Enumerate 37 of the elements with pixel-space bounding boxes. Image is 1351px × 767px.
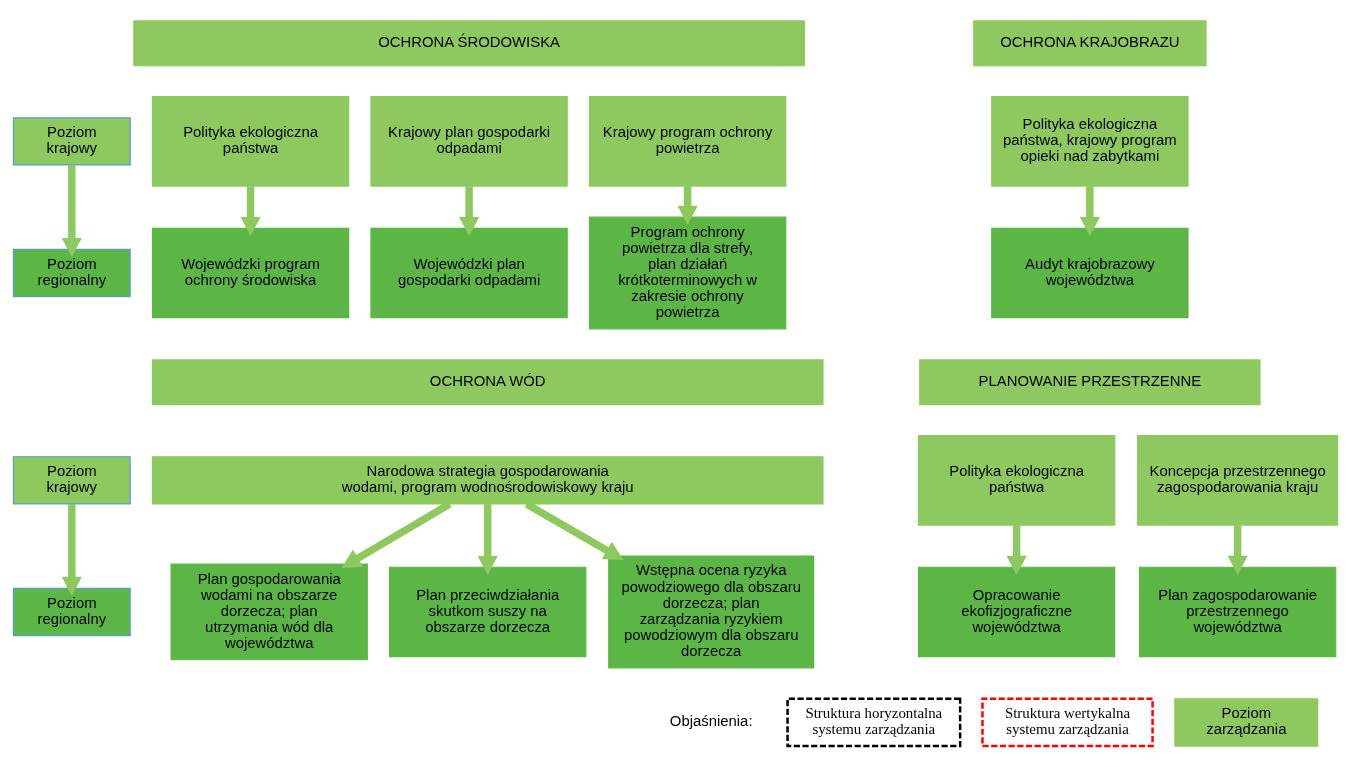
arrow	[459, 186, 480, 237]
node-box: Poziom krajowy	[12, 117, 131, 166]
node-box: Narodowa strategia gospodarowania wodami, program wodnośrodowiskowy kraju	[151, 456, 824, 505]
node-box: Program ochrony powietrza dla strefy, plan działań krótkoterminowych w zakresie ochrony powietrza	[588, 216, 787, 330]
arrow	[240, 186, 261, 237]
node-box: Krajowy program ochrony powietrza	[588, 96, 787, 187]
node-box: OCHRONA WÓD	[151, 359, 824, 406]
node-box: Plan przeciwdziałania skutkom suszy na obszarze dorzecza	[389, 566, 587, 658]
arrow	[1227, 525, 1248, 576]
node-box: OCHRONA KRAJOBRAZU	[973, 20, 1207, 67]
node-box: Krajowy plan gospodarki odpadami	[370, 96, 568, 187]
node-box: Poziom regionalny	[12, 587, 131, 637]
node-box: OCHRONA ŚRODOWISKA	[133, 20, 805, 67]
node-box: Polityka ekologiczna państwa, krajowy program opieki nad zabytkami	[991, 96, 1189, 187]
node-box: Polityka ekologiczna państwa	[151, 96, 350, 187]
arrow	[477, 504, 498, 576]
node-box: Wojewódzki program ochrony środowiska	[151, 227, 350, 319]
arrow	[1079, 186, 1100, 237]
node-box: Plan gospodarowania wodami na obszarze dorzecza; plan utrzymania wód dla województwa	[170, 563, 368, 661]
label: Objaśnienia:	[669, 713, 753, 730]
legend-label: Struktura horyzontalna systemu zarządzania	[805, 705, 943, 738]
node-box: Plan zagospodarowanie przestrzennego województwa	[1138, 566, 1337, 658]
node-box: PLANOWANIE PRZESTRZENNE	[919, 359, 1261, 406]
arrow	[61, 504, 82, 597]
arrow	[677, 186, 698, 225]
node-box: Wojewódzki plan gospodarki odpadami	[370, 227, 568, 319]
arrow	[61, 165, 82, 258]
legend-label: Struktura wertykalna systemu zarządzania	[1004, 705, 1131, 738]
arrow	[1006, 525, 1027, 576]
legend-label: Poziom zarządzania	[1206, 705, 1287, 738]
node-box: Poziom krajowy	[12, 456, 131, 505]
node-box: Opracowanie ekofizjograficzne województwa	[917, 566, 1116, 658]
node-box: Wstępna ocena ryzyka powodziowego dla obszaru dorzecza; plan zarządzania ryzykiem powodziowym dla obszaru dorzecza	[608, 555, 815, 669]
node-box: Audyt krajobrazowy województwa	[991, 227, 1189, 319]
node-box: Koncepcja przestrzennego zagospodarowania kraju	[1137, 435, 1339, 526]
node-box: Poziom regionalny	[12, 248, 131, 298]
node-box: Polityka ekologiczna państwa	[917, 435, 1116, 526]
